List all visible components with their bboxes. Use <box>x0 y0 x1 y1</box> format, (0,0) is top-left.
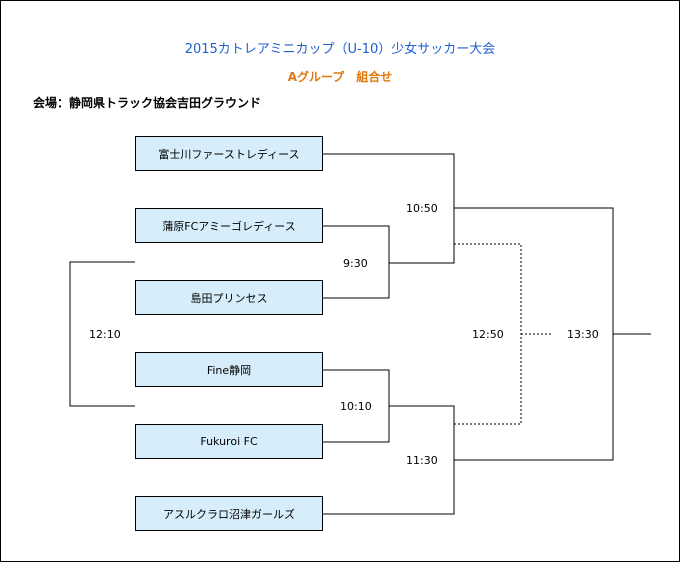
team-box-4: Fine静岡 <box>135 352 323 387</box>
match-time-m3: 12:10 <box>89 328 121 341</box>
match-time-final: 13:30 <box>567 328 599 341</box>
group-subtitle: Aグループ 組合せ <box>287 70 393 84</box>
page-title: 2015カトレアミニカップ（U-10）少女サッカー大会 <box>184 42 496 57</box>
team-box-6: アスルクラロ沼津ガールズ <box>135 496 323 531</box>
match-time-m6: 12:50 <box>472 328 504 341</box>
match-time-m4: 10:10 <box>340 400 372 413</box>
bracket-line-m3 <box>69 261 135 407</box>
match-time-m1: 10:50 <box>406 202 438 215</box>
venue-label: 会場：静岡県トラック協会吉田グラウンド <box>33 96 262 110</box>
bracket-line-m2 <box>323 225 390 299</box>
team-box-3: 島田プリンセス <box>135 280 323 315</box>
match-time-m2: 9:30 <box>343 257 368 270</box>
match-time-m5: 11:30 <box>406 454 438 467</box>
team-box-5: Fukuroi FC <box>135 424 323 459</box>
team-box-2: 蒲原FCアミーゴレディース <box>135 208 323 243</box>
team-box-1: 富士川ファーストレディース <box>135 136 323 171</box>
